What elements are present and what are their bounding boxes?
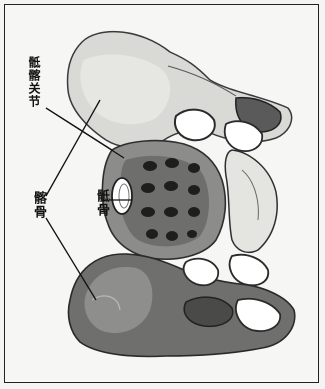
lower-ilium bbox=[68, 254, 294, 356]
label-sacrum: 骶骨 bbox=[95, 189, 108, 217]
label-sacroiliac-joint: 骶髂关节 bbox=[28, 56, 40, 108]
label-ilium: 髂骨 bbox=[32, 191, 45, 219]
